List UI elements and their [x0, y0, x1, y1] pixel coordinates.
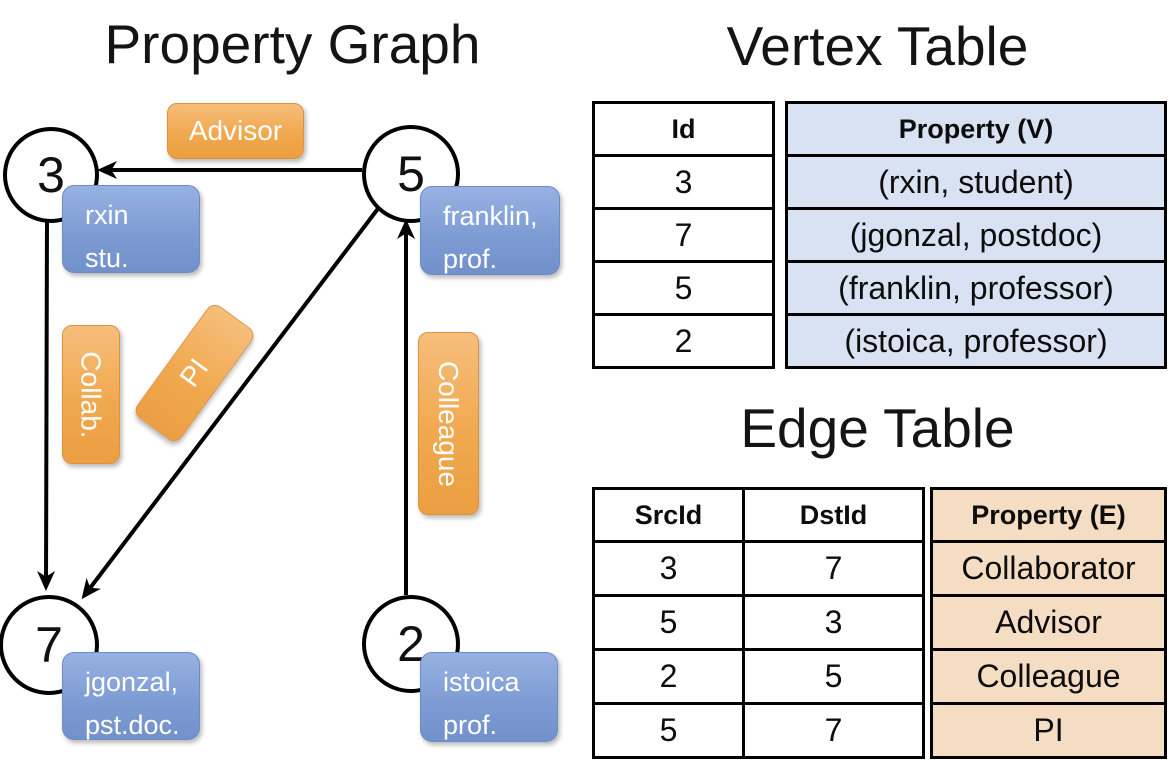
edge-srcid-cell: 3 [592, 540, 745, 597]
vertex-label-rxin-line1: rxin [85, 200, 129, 230]
vertex-label-franklin: franklin, prof. [420, 186, 560, 275]
edge-label-colleague-text: Colleague [433, 360, 465, 487]
table-row: 2 [592, 313, 775, 369]
vertex-node-7-id: 7 [35, 617, 63, 673]
vertex-id-cell: 2 [592, 313, 775, 369]
table-row: (rxin, student) [785, 154, 1167, 210]
edge-label-pi-text: PI [173, 352, 215, 393]
edge-5-to-7-arrow [81, 204, 382, 600]
vertex-label-istoica: istoica prof. [420, 652, 558, 742]
edge-table-title: Edge Table [740, 397, 1015, 459]
table-row: 3 7 [592, 540, 925, 597]
edge-label-colleague: Colleague [418, 332, 479, 515]
vertex-property-cell: (jgonzal, postdoc) [785, 207, 1167, 263]
edge-srcid-cell: 5 [592, 702, 745, 759]
vertex-label-jgonzal: jgonzal, pst.doc. [62, 652, 200, 740]
table-row: Id [592, 101, 775, 157]
vertex-table-property-header: Property (V) [785, 101, 1167, 157]
edge-label-collaborator: Collab. [62, 325, 120, 464]
table-row: 5 7 [592, 702, 925, 759]
table-row: SrcId DstId [592, 487, 925, 543]
vertex-id-cell: 7 [592, 207, 775, 263]
vertex-label-rxin-line2: stu. [85, 242, 129, 273]
vertex-id-cell: 5 [592, 260, 775, 316]
table-row: Property (E) [930, 487, 1167, 543]
edge-dstid-cell: 7 [742, 702, 925, 759]
table-row: (franklin, professor) [785, 260, 1167, 316]
vertex-label-istoica-line2: prof. [443, 709, 498, 740]
edge-property-cell: Advisor [930, 594, 1167, 651]
table-row: PI [930, 702, 1167, 759]
table-row: Advisor [930, 594, 1167, 651]
property-graph-title: Property Graph [104, 13, 481, 75]
table-row: 5 3 [592, 594, 925, 651]
edge-table-property-header: Property (E) [930, 487, 1167, 543]
edge-dstid-cell: 3 [742, 594, 925, 651]
table-row: Colleague [930, 648, 1167, 705]
edge-table-srcid-header: SrcId [592, 487, 745, 543]
table-row: 2 5 [592, 648, 925, 705]
vertex-label-franklin-line1: franklin, [443, 201, 538, 231]
edge-dstid-cell: 5 [742, 648, 925, 705]
edge-srcid-cell: 5 [592, 594, 745, 651]
edge-property-cell: Colleague [930, 648, 1167, 705]
table-row: 3 [592, 154, 775, 210]
vertex-node-2: 2 [362, 595, 460, 693]
vertex-property-cell: (franklin, professor) [785, 260, 1167, 316]
vertex-property-cell: (istoica, professor) [785, 313, 1167, 369]
vertex-label-franklin-line2: prof. [443, 243, 498, 274]
vertex-label-jgonzal-line2: pst.doc. [85, 709, 180, 740]
edge-table-id-columns: SrcId DstId 3 7 5 3 2 5 5 7 [592, 487, 925, 759]
edge-label-advisor-text: Advisor [188, 115, 283, 146]
vertex-table-property-column: Property (V) (rxin, student) (jgonzal, p… [785, 101, 1167, 369]
vertex-property-cell: (rxin, student) [785, 154, 1167, 210]
vertex-id-cell: 3 [592, 154, 775, 210]
edge-property-cell: PI [930, 702, 1167, 759]
edge-table-property-column: Property (E) Collaborator Advisor Collea… [930, 487, 1167, 759]
table-row: (istoica, professor) [785, 313, 1167, 369]
table-row: (jgonzal, postdoc) [785, 207, 1167, 263]
vertex-table-id-column: Id 3 7 5 2 [592, 101, 775, 369]
edge-dstid-cell: 7 [742, 540, 925, 597]
vertex-label-jgonzal-line1: jgonzal, [85, 667, 179, 697]
graph-edges-layer [37, 161, 415, 600]
table-row: Property (V) [785, 101, 1167, 157]
vertex-node-3-id: 3 [37, 147, 65, 203]
vertex-label-rxin: rxin stu. [62, 185, 200, 273]
table-row: Collaborator [930, 540, 1167, 597]
edge-property-cell: Collaborator [930, 540, 1167, 597]
vertex-table-id-header: Id [592, 101, 775, 157]
table-row: 7 [592, 207, 775, 263]
edge-label-collaborator-text: Collab. [76, 350, 108, 439]
edge-label-advisor: Advisor [167, 103, 304, 159]
edge-srcid-cell: 2 [592, 648, 745, 705]
table-row: 5 [592, 260, 775, 316]
edge-table-dstid-header: DstId [742, 487, 925, 543]
vertex-table-title: Vertex Table [726, 15, 1029, 77]
vertex-label-istoica-line1: istoica [443, 667, 520, 697]
edge-3-to-7-arrow [37, 212, 56, 591]
